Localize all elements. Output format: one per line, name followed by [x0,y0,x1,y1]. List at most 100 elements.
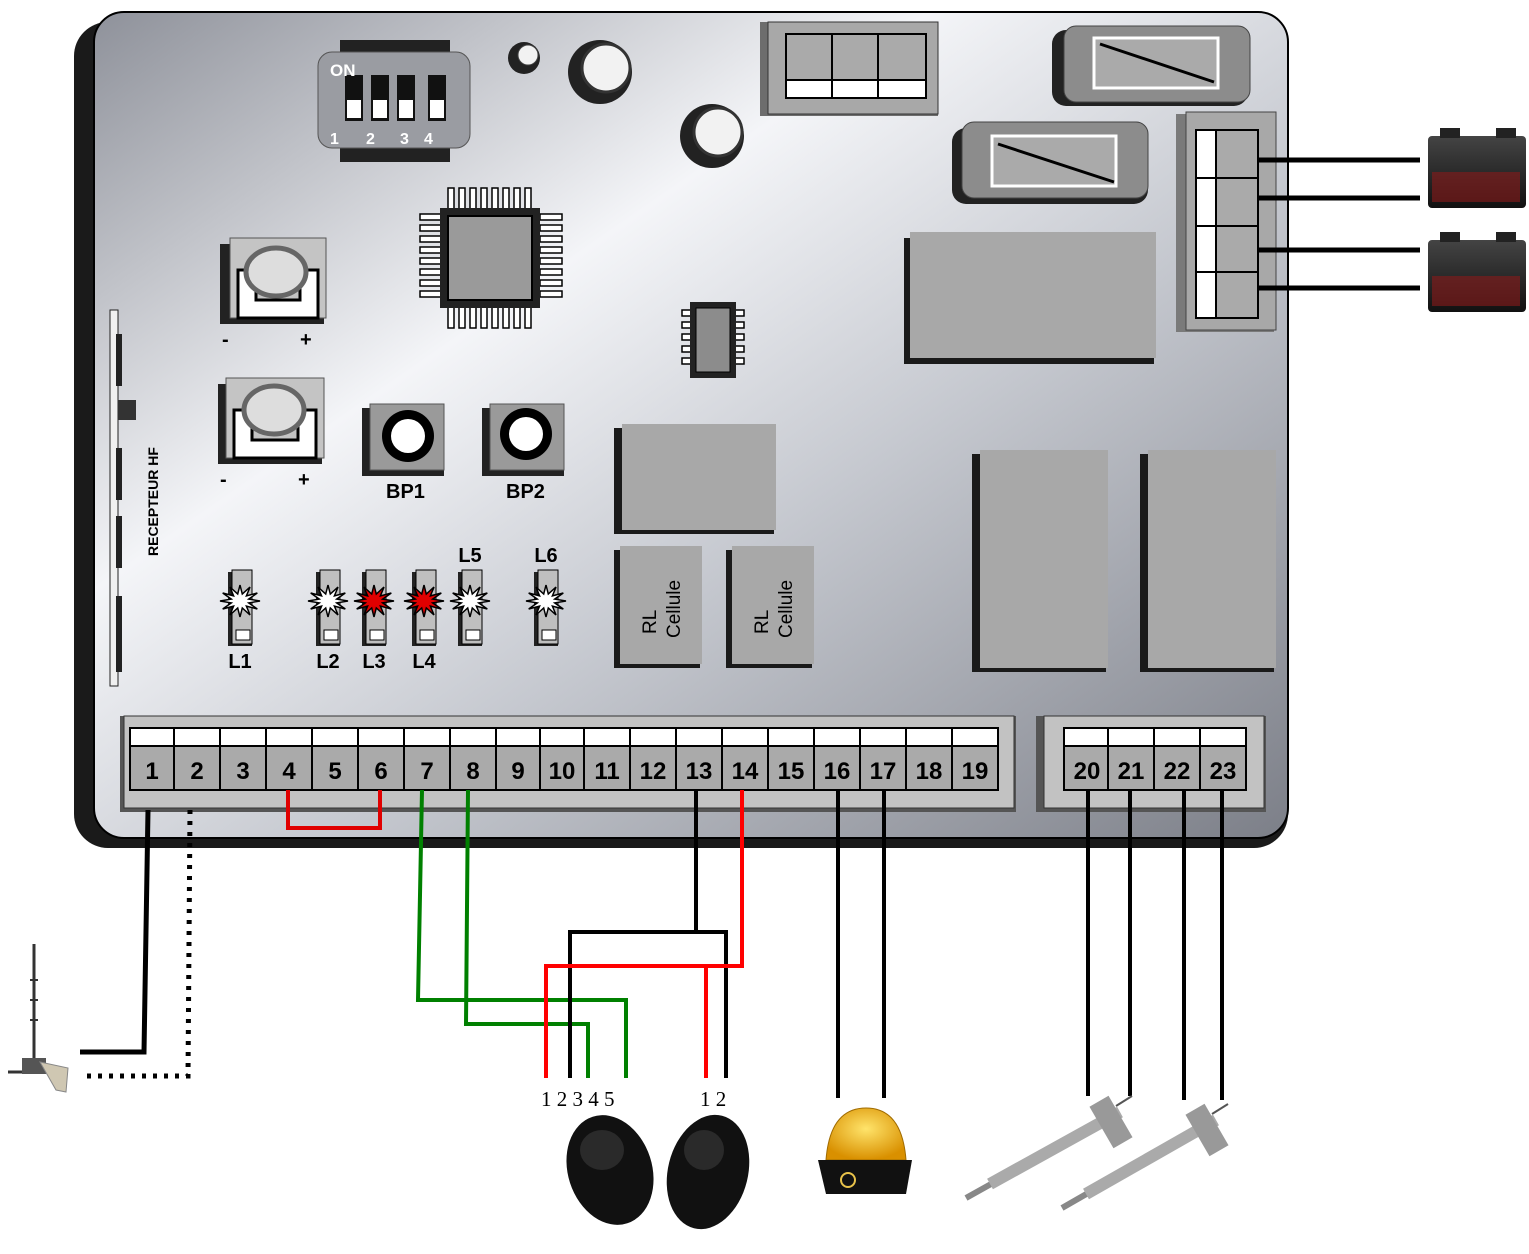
terminal-12[interactable]: 12 [629,727,677,791]
terminal-label: 2 [190,758,203,785]
led-l3: L3 [353,569,395,673]
relay-cellule-1: RL Cellule [614,546,702,668]
microcontroller-chip [419,187,563,329]
terminal-label: 21 [1118,758,1145,785]
receiver-hf: RECEPTEUR HF [109,309,161,687]
relay-cellule-2: RL Cellule [726,546,814,668]
led-label: L3 [362,651,385,673]
photocell-icon [666,1114,750,1230]
terminals-motor: 20 21 22 23 [1063,727,1247,791]
potentiometer-2[interactable]: - + [218,377,325,491]
terminal-3[interactable]: 3 [219,727,267,791]
capacitor-2 [680,104,744,168]
terminal-15[interactable]: 15 [767,727,815,791]
terminal-label: 5 [328,758,341,785]
terminal-7[interactable]: 7 [403,727,451,791]
terminal-5[interactable]: 5 [311,727,359,791]
terminal-4[interactable]: 4 [265,727,313,791]
terminal-14[interactable]: 14 [721,727,769,791]
photocell-tx-pins: 1 2 3 4 5 [541,1087,615,1111]
relay-block-1 [614,424,776,534]
potentiometer-1-minus: - [222,329,229,351]
dip-number-2: 2 [366,131,375,148]
led-label: L6 [534,545,557,567]
dip-on-label: ON [330,61,356,80]
terminal-13[interactable]: 13 [675,727,723,791]
terminal-label: 20 [1074,758,1101,785]
terminal-label: 7 [420,758,433,785]
bp1-button[interactable]: BP1 [362,403,445,503]
dip-number-1: 1 [330,131,339,148]
led-l5: L5 [449,545,491,646]
capacitor-1 [568,40,632,104]
terminal-label: 18 [916,758,943,785]
terminal-19[interactable]: 19 [951,727,999,791]
capacitor-small [508,42,540,74]
terminal-11[interactable]: 11 [583,727,631,791]
terminal-2[interactable]: 2 [173,727,221,791]
terminal-label: 23 [1210,758,1237,785]
top-connector [760,21,939,116]
led-label: L1 [228,651,251,673]
dip-switch[interactable]: ON 1 2 3 4 [317,40,471,162]
led-l4: L4 [403,569,445,673]
potentiometer-2-minus: - [220,469,227,491]
relay-cellule-2-line2: Cellule [776,580,797,638]
terminal-label: 8 [466,758,479,785]
terminal-label: 17 [870,758,897,785]
terminal-23[interactable]: 23 [1199,727,1247,791]
led-label: L2 [316,651,339,673]
bp1-label: BP1 [386,481,425,503]
fuse-1 [1052,25,1251,106]
terminal-16[interactable]: 16 [813,727,861,791]
terminal-8[interactable]: 8 [449,727,497,791]
potentiometer-1-plus: + [300,329,312,351]
relay-cellule-1-line1: RL [640,610,661,634]
battery-icon [1428,128,1526,208]
terminal-label: 19 [962,758,989,785]
terminal-10[interactable]: 10 [539,727,585,791]
bp2-button[interactable]: BP2 [482,403,565,503]
motor-relay-1 [972,450,1108,672]
terminal-label: 22 [1164,758,1191,785]
terminal-22[interactable]: 22 [1153,727,1201,791]
terminal-label: 10 [549,758,576,785]
terminal-1[interactable]: 1 [129,727,175,791]
wiring [80,789,1224,1100]
photocell-icon [566,1115,654,1225]
terminal-label: 1 [145,758,158,785]
terminal-21[interactable]: 21 [1107,727,1155,791]
led-label: L5 [458,545,481,567]
terminal-6[interactable]: 6 [357,727,405,791]
terminal-label: 11 [594,758,619,785]
bp2-label: BP2 [506,481,545,503]
fuse-2 [952,121,1149,204]
dip-number-3: 3 [400,131,409,148]
terminal-17[interactable]: 17 [859,727,907,791]
terminal-label: 12 [640,758,667,785]
actuator-icon [1060,1103,1229,1211]
dip-number-4: 4 [424,131,433,148]
relay-cellule-1-line2: Cellule [664,580,685,638]
led-l1: L1 [219,569,261,673]
terminal-label: 3 [236,758,249,785]
antenna-icon [8,944,69,1093]
led-group: L1 L2 L3 L4 L5 L6 [219,545,567,673]
led-l2: L2 [307,569,349,673]
terminal-9[interactable]: 9 [495,727,541,791]
potentiometer-2-plus: + [298,469,310,491]
battery-connector [1176,111,1277,332]
large-component [904,232,1156,364]
led-label: L4 [412,651,436,673]
led-l6: L6 [525,545,567,646]
terminal-20[interactable]: 20 [1063,727,1111,791]
small-ic-chip [681,302,745,378]
terminal-label: 9 [511,758,524,785]
terminal-18[interactable]: 18 [905,727,953,791]
terminal-label: 13 [686,758,713,785]
potentiometer-1[interactable]: - + [220,237,327,351]
relay-cellule-2-line1: RL [752,610,773,634]
flashing-lamp-icon [818,1107,912,1194]
